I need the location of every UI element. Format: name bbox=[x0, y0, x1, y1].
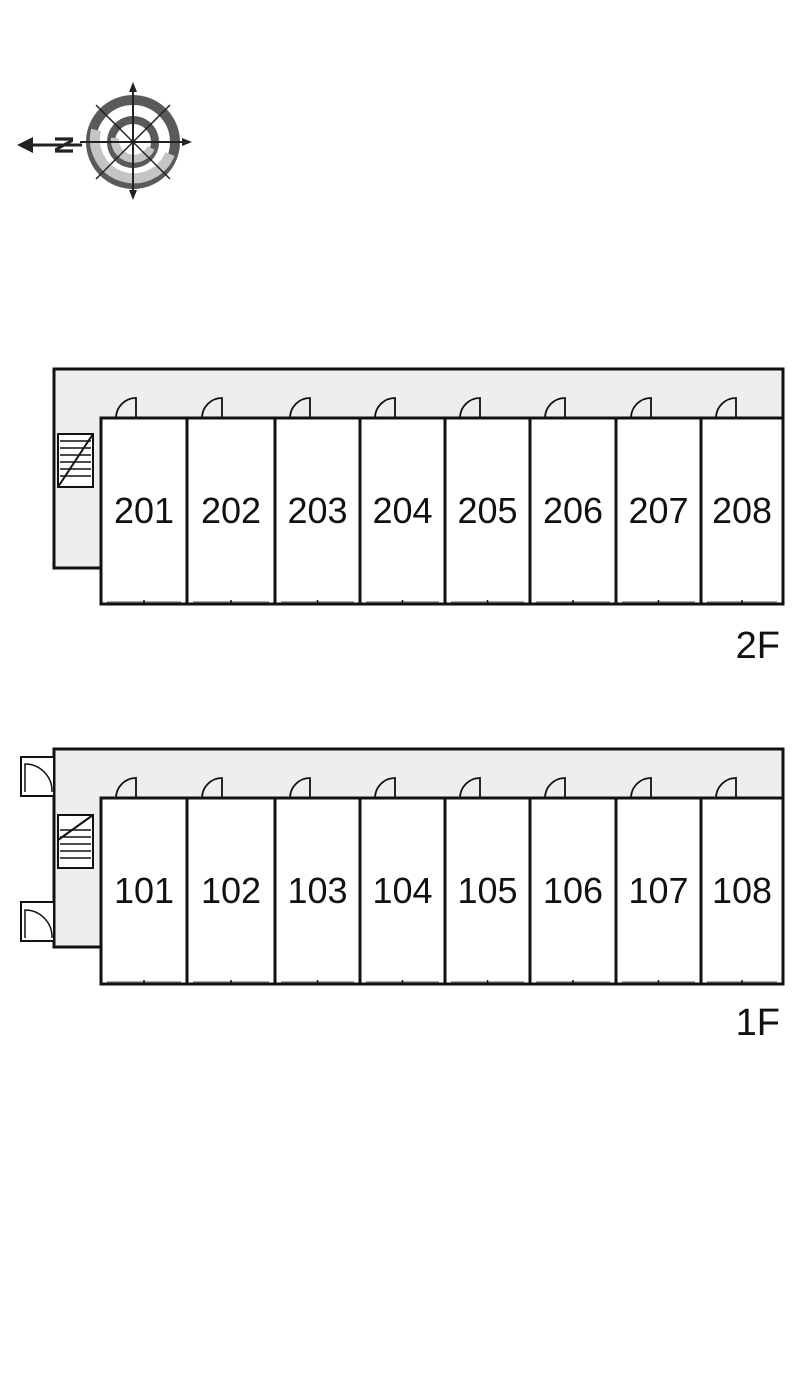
window-icon bbox=[451, 600, 524, 604]
unit-102: 102 bbox=[185, 777, 277, 986]
unit-room bbox=[99, 796, 189, 986]
unit-number: 203 bbox=[287, 490, 347, 531]
unit-101: 101 bbox=[99, 777, 189, 986]
door-icon bbox=[544, 777, 566, 799]
entrance-door-icon bbox=[20, 901, 55, 942]
door-icon bbox=[715, 397, 737, 419]
door-icon bbox=[544, 397, 566, 419]
unit-number: 103 bbox=[287, 870, 347, 911]
unit-207: 207 bbox=[614, 397, 703, 606]
unit-number: 108 bbox=[712, 870, 772, 911]
unit-room bbox=[185, 796, 277, 986]
north-label: N bbox=[49, 136, 79, 155]
floor-label-1f: 1F bbox=[736, 1002, 780, 1044]
floor-2f: 201 202 203 204 205 206 207 208 2F bbox=[52, 367, 785, 667]
unit-room bbox=[699, 796, 785, 986]
unit-204: 204 bbox=[358, 397, 447, 606]
door-icon bbox=[374, 397, 396, 419]
unit-number: 206 bbox=[543, 490, 603, 531]
unit-201: 201 bbox=[99, 397, 189, 606]
window-icon bbox=[622, 600, 695, 604]
unit-room bbox=[443, 416, 532, 606]
floor-1f: 101 102 103 104 105 106 107 108 1F bbox=[20, 747, 785, 1044]
window-icon bbox=[366, 980, 439, 984]
north-arrow-icon bbox=[17, 137, 82, 153]
floor-label-2f: 2F bbox=[736, 625, 780, 667]
window-icon bbox=[707, 980, 777, 984]
unit-number: 202 bbox=[201, 490, 261, 531]
unit-room bbox=[443, 796, 532, 986]
window-icon bbox=[451, 980, 524, 984]
door-icon bbox=[115, 397, 137, 419]
unit-205: 205 bbox=[443, 397, 532, 606]
unit-107: 107 bbox=[614, 777, 703, 986]
unit-room bbox=[614, 796, 703, 986]
stairs-icon bbox=[57, 433, 94, 488]
unit-206: 206 bbox=[528, 397, 618, 606]
door-icon bbox=[289, 777, 311, 799]
unit-room bbox=[358, 796, 447, 986]
door-icon bbox=[715, 777, 737, 799]
window-icon bbox=[622, 980, 695, 984]
window-icon bbox=[107, 980, 181, 984]
unit-106: 106 bbox=[528, 777, 618, 986]
window-icon bbox=[707, 600, 777, 604]
door-icon bbox=[459, 777, 481, 799]
unit-number: 208 bbox=[712, 490, 772, 531]
unit-202: 202 bbox=[185, 397, 277, 606]
door-icon bbox=[630, 397, 652, 419]
unit-208: 208 bbox=[699, 397, 785, 606]
unit-room bbox=[273, 796, 362, 986]
units-1f: 101 102 103 104 105 106 107 108 bbox=[99, 777, 785, 986]
unit-number: 107 bbox=[628, 870, 688, 911]
unit-number: 201 bbox=[114, 490, 174, 531]
unit-104: 104 bbox=[358, 777, 447, 986]
unit-number: 104 bbox=[372, 870, 432, 911]
unit-103: 103 bbox=[273, 777, 362, 986]
unit-room bbox=[528, 416, 618, 606]
door-icon bbox=[201, 777, 223, 799]
window-icon bbox=[536, 980, 610, 984]
unit-203: 203 bbox=[273, 397, 362, 606]
door-icon bbox=[115, 777, 137, 799]
door-icon bbox=[374, 777, 396, 799]
unit-108: 108 bbox=[699, 777, 785, 986]
compass: N bbox=[17, 82, 192, 200]
compass-rose-icon bbox=[80, 82, 192, 200]
window-icon bbox=[366, 600, 439, 604]
unit-number: 204 bbox=[372, 490, 432, 531]
door-icon bbox=[289, 397, 311, 419]
window-icon bbox=[193, 600, 269, 604]
door-icon bbox=[459, 397, 481, 419]
unit-number: 205 bbox=[457, 490, 517, 531]
door-icon bbox=[630, 777, 652, 799]
door-icon bbox=[201, 397, 223, 419]
entrance-door-icon bbox=[20, 756, 55, 797]
window-icon bbox=[281, 600, 354, 604]
stairs-icon bbox=[57, 814, 94, 869]
unit-number: 106 bbox=[543, 870, 603, 911]
unit-105: 105 bbox=[443, 777, 532, 986]
units-2f: 201 202 203 204 205 206 207 208 bbox=[99, 397, 785, 606]
window-icon bbox=[536, 600, 610, 604]
window-icon bbox=[193, 980, 269, 984]
unit-number: 207 bbox=[628, 490, 688, 531]
unit-number: 105 bbox=[457, 870, 517, 911]
unit-room bbox=[528, 796, 618, 986]
unit-room bbox=[699, 416, 785, 606]
window-icon bbox=[107, 600, 181, 604]
unit-number: 102 bbox=[201, 870, 261, 911]
unit-number: 101 bbox=[114, 870, 174, 911]
window-icon bbox=[281, 980, 354, 984]
